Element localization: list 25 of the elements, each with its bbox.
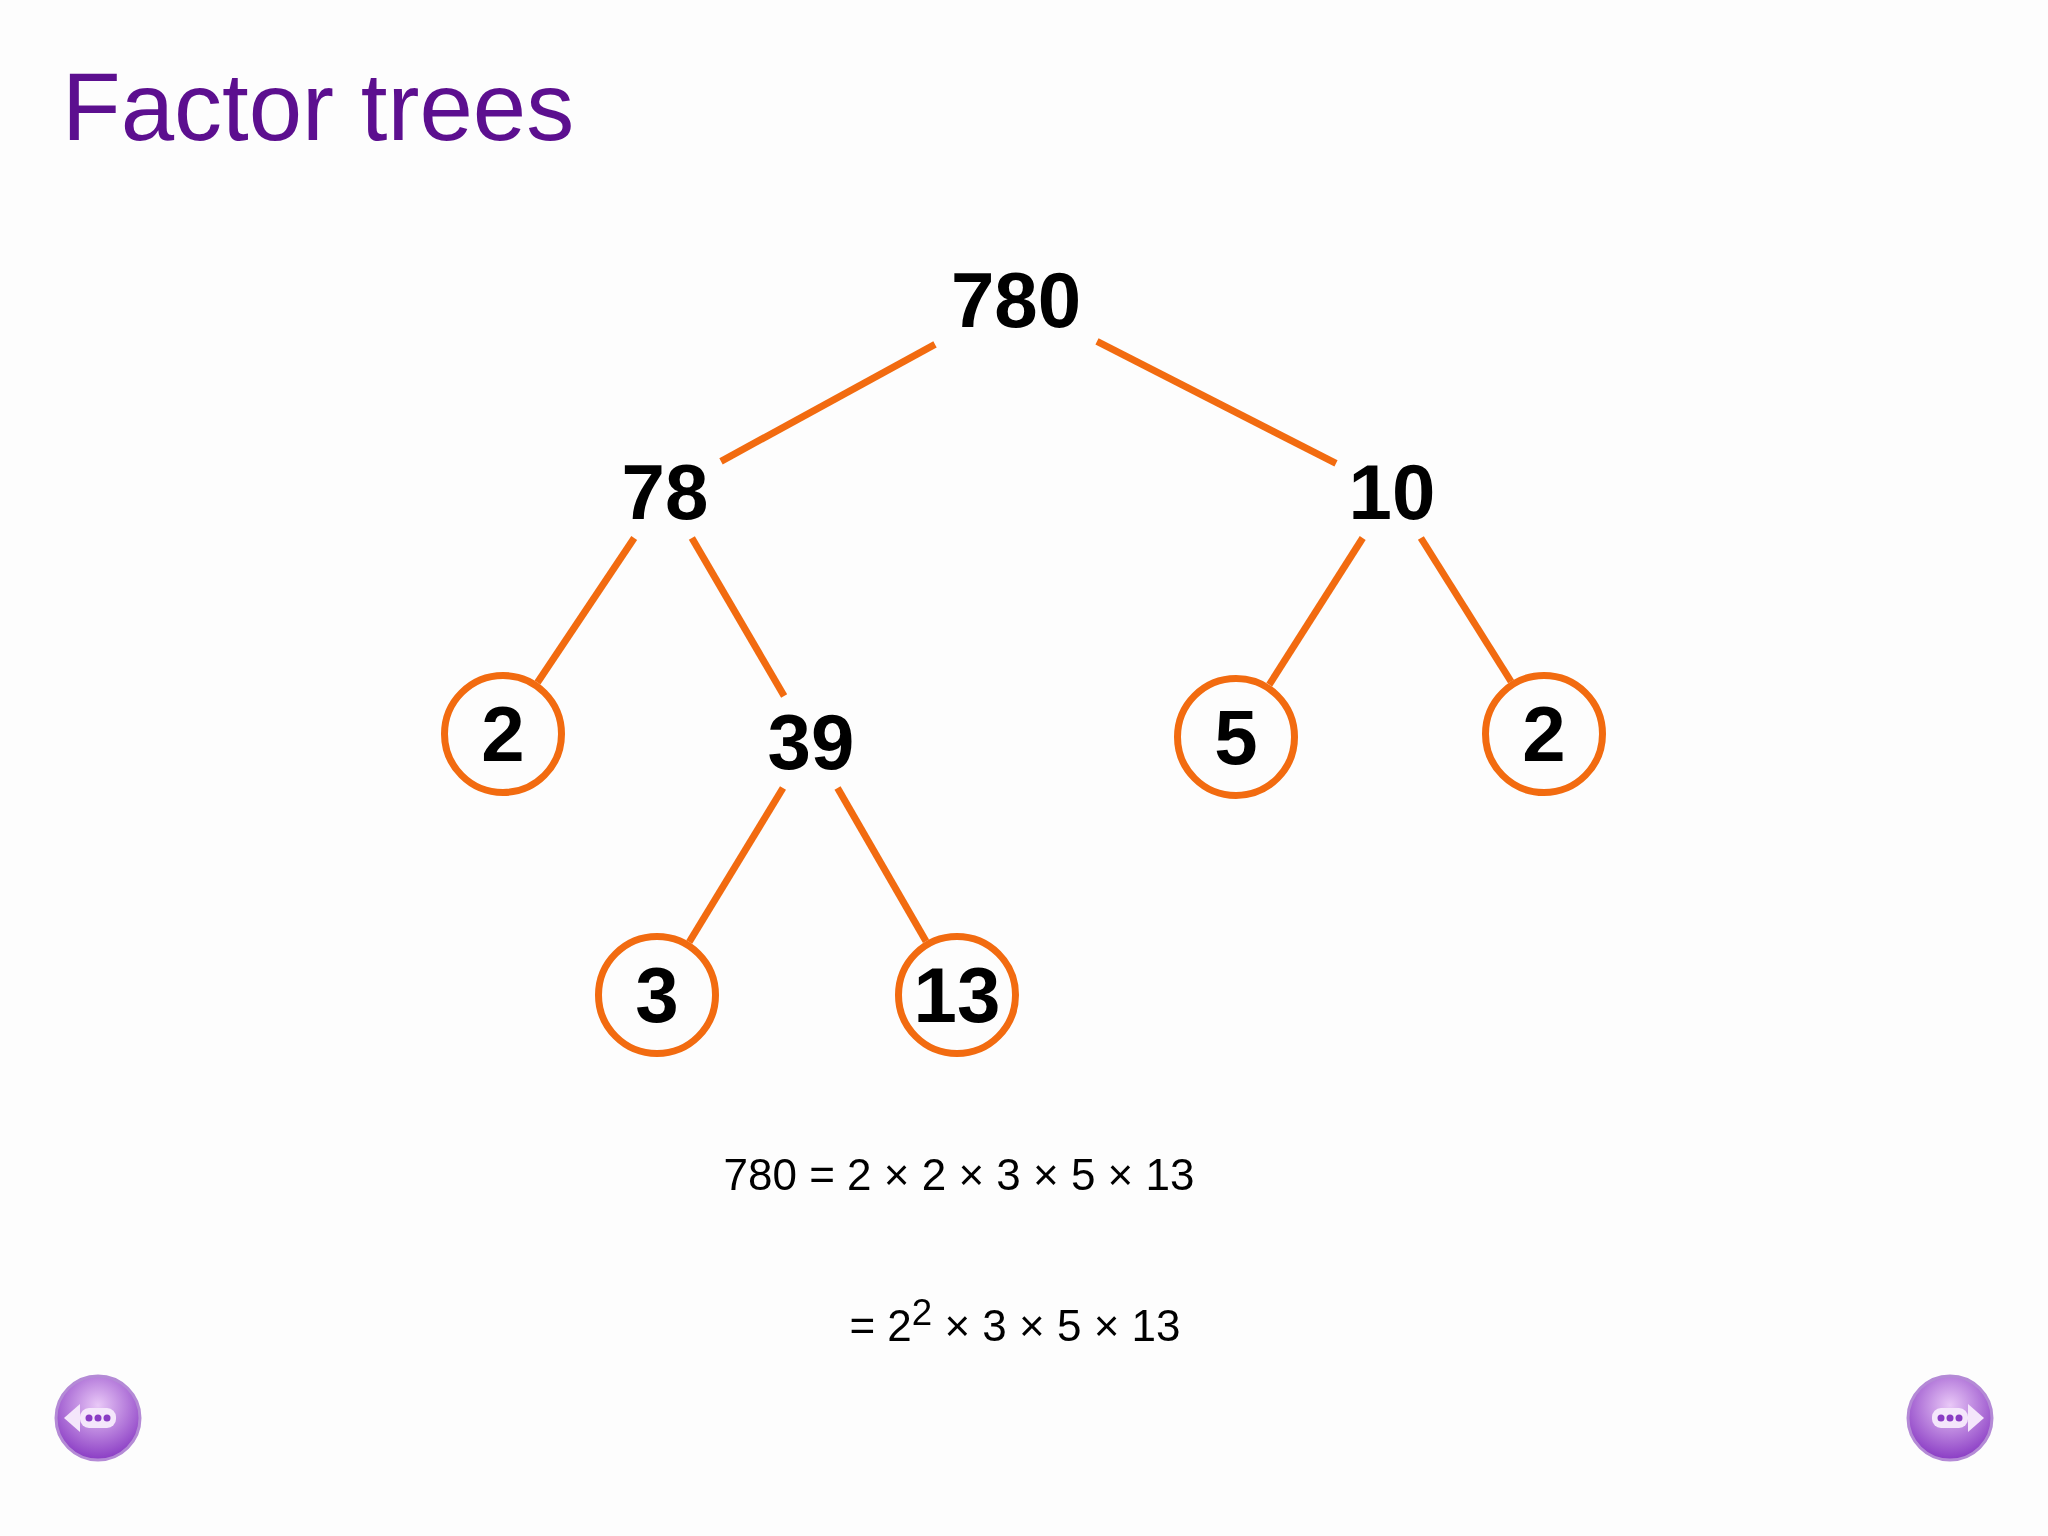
slide-title: Factor trees: [62, 52, 575, 162]
branch-line: [1417, 536, 1514, 684]
factor-number: 78: [615, 452, 715, 532]
factor-number: 10: [1342, 452, 1442, 532]
prime-circle: [595, 933, 719, 1057]
factor-number: 13: [913, 956, 1001, 1034]
factor-number: 2: [481, 695, 525, 773]
branch-line: [1095, 338, 1338, 467]
branch-line: [1266, 536, 1366, 687]
factor-number: 2: [1522, 695, 1566, 773]
branch-line: [834, 786, 930, 944]
equation-text: = 2$^{2}$ × 3 × 5 × 13: [849, 1292, 1181, 1351]
branch-line: [688, 536, 788, 698]
prime-circle: [441, 672, 565, 796]
branch-line: [534, 536, 638, 685]
factor-number: 5: [1214, 698, 1258, 776]
equation-text: 780 = 2 × 2 × 3 × 5 × 13: [723, 1150, 1195, 1200]
factor-number: 39: [761, 702, 861, 782]
prime-circle: [1482, 672, 1606, 796]
factor-number: 780: [941, 260, 1091, 340]
prime-circle: [895, 933, 1019, 1057]
branch-line: [719, 341, 937, 465]
prime-circle: [1174, 675, 1298, 799]
factor-number: 3: [635, 956, 679, 1034]
branch-line: [686, 786, 786, 944]
